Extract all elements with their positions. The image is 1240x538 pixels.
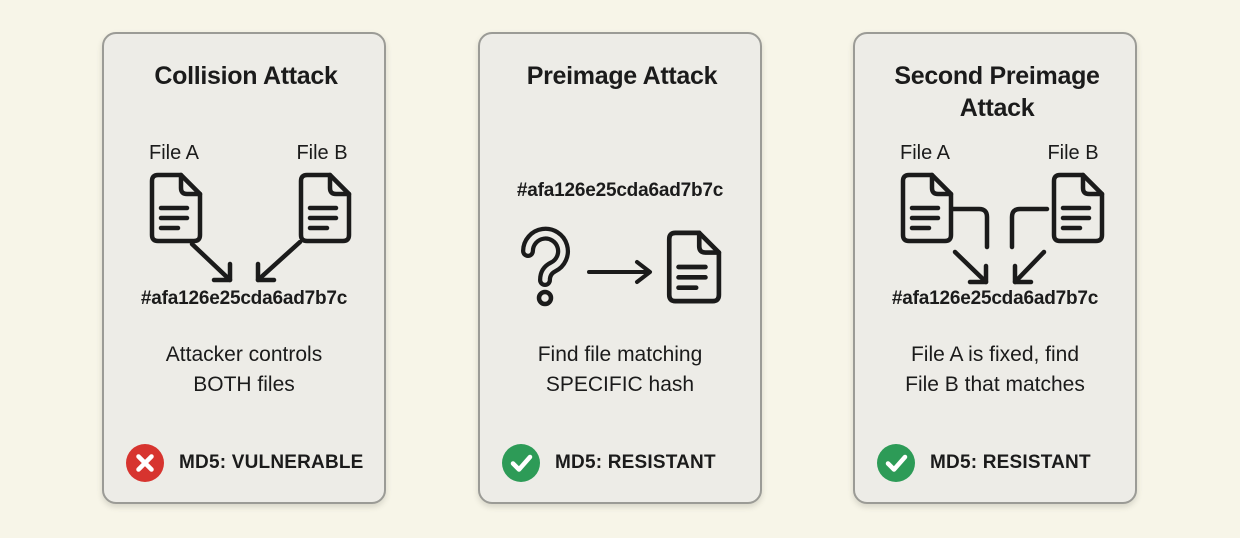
card-preimage-attack: Preimage Attack #afa126e25cda6ad7b7c Fin… <box>478 32 762 504</box>
status-badge: MD5: RESISTANT <box>555 452 716 473</box>
document-icon <box>896 172 954 244</box>
check-circle-icon <box>502 444 540 482</box>
status-row: MD5: VULNERABLE <box>126 444 374 482</box>
hash-value: #afa126e25cda6ad7b7c <box>891 288 1099 309</box>
x-circle-icon <box>126 444 164 482</box>
converging-arrows-icon <box>184 240 308 292</box>
file-b-label: File B <box>296 142 348 164</box>
card-title: Collision Attack <box>154 62 338 90</box>
document-icon <box>662 228 722 306</box>
file-a-label: File A <box>899 142 951 164</box>
status-row: MD5: RESISTANT <box>877 444 1125 482</box>
file-a-label: File A <box>148 142 200 164</box>
card-collision-attack: Collision Attack File A File B #afa126e2… <box>102 32 386 504</box>
hash-value: #afa126e25cda6ad7b7c <box>516 180 724 201</box>
document-icon <box>294 172 352 244</box>
status-badge: MD5: VULNERABLE <box>179 452 364 473</box>
status-badge: MD5: RESISTANT <box>930 452 1091 473</box>
document-icon <box>145 172 203 244</box>
card-second-preimage-attack: Second Preimage Attack File A File B #af… <box>853 32 1137 504</box>
attack-description: Attacker controls BOTH files <box>165 343 323 396</box>
question-mark-icon <box>518 226 572 310</box>
elbow-converging-arrows-icon <box>947 202 1055 290</box>
card-title: Preimage Attack <box>526 62 718 90</box>
status-row: MD5: RESISTANT <box>502 444 750 482</box>
attack-description: File A is fixed, find File B that matche… <box>905 343 1085 396</box>
file-b-label: File B <box>1047 142 1099 164</box>
document-icon <box>1047 172 1105 244</box>
hash-value: #afa126e25cda6ad7b7c <box>140 288 348 309</box>
card-title: Second Preimage Attack <box>894 62 1100 122</box>
attack-description: Find file matching SPECIFIC hash <box>537 343 703 396</box>
arrow-right-icon <box>586 258 656 286</box>
check-circle-icon <box>877 444 915 482</box>
